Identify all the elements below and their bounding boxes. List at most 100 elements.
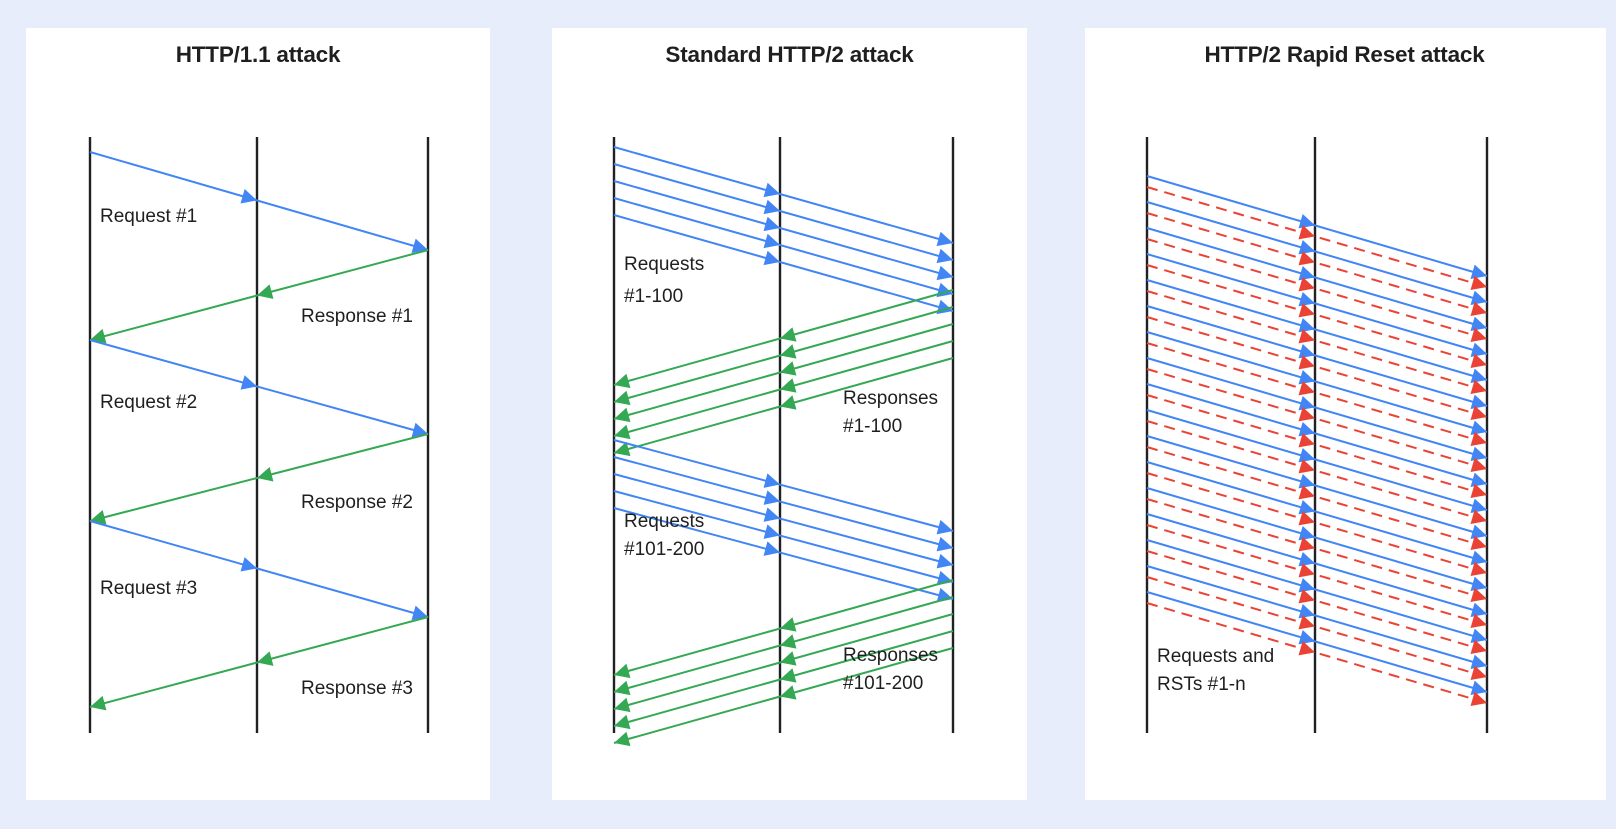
http2-rapid-reset-attack-request-12-arrowhead-mid (1298, 499, 1315, 515)
http2-rapid-reset-attack-reset-16-arrowhead-end (1470, 665, 1487, 680)
standard-http2-attack-batch-3-msg-3-line (613, 473, 954, 566)
standard-http2-attack-batch-1-msg-1-arrowhead-end (936, 231, 953, 247)
http2-rapid-reset-attack-reset-10-line (1146, 420, 1488, 522)
http2-rapid-reset-attack-request-7-arrowhead-mid (1298, 369, 1315, 385)
http2-rapid-reset-attack-request-3-arrowhead-end (1470, 316, 1487, 331)
http2-rapid-reset-attack-reset-7-line (1146, 342, 1488, 444)
standard-http2-attack-batch-1-msg-4-line (613, 197, 954, 295)
standard-http2-attack-batch-1-msg-3-arrowhead-mid (763, 216, 780, 232)
http2-rapid-reset-attack-reset-1-arrowhead-end (1470, 275, 1487, 290)
responses-101-200-label-line1: Responses (843, 645, 938, 666)
http11-attack-msg-5-arrowhead-end (411, 605, 428, 621)
http2-rapid-reset-attack-reset-4-arrowhead-end (1470, 353, 1487, 368)
standard-http2-attack-batch-3-msg-5-arrowhead-mid (763, 541, 780, 556)
panel-title-rapid-reset: HTTP/2 Rapid Reset attack (1204, 42, 1485, 67)
http11-attack-msg-4-arrowhead-mid (257, 467, 274, 482)
http2-rapid-reset-attack-reset-17-line (1146, 602, 1488, 704)
http2-rapid-reset-attack-request-11-line (1146, 435, 1488, 537)
http2-rapid-reset-attack-request-9-arrowhead-end (1470, 472, 1487, 487)
http11-attack-msg-3-arrowhead-end (411, 422, 428, 438)
standard-http2-attack-batch-3-msg-4-arrowhead-mid (763, 524, 780, 539)
http2-rapid-reset-attack-reset-6-arrowhead-mid (1298, 354, 1315, 370)
http2-rapid-reset-attack-request-15-line (1146, 539, 1488, 641)
standard-http2-attack-batch-4-msg-1-arrowhead-mid (780, 617, 797, 632)
http2-rapid-reset-attack-request-12-arrowhead-end (1470, 550, 1487, 565)
standard-http2-attack-batch-3-msg-1-arrowhead-end (936, 519, 953, 535)
http11-attack-msg-5-line (89, 520, 429, 618)
standard-http2-attack-batch-3-msg-4-line (613, 490, 954, 583)
http11-attack-msg-2-arrowhead-mid (257, 284, 274, 299)
standard-http2-attack-batch-2-msg-1-arrowhead-mid (780, 327, 797, 342)
responses-1-100-label-line1: Responses (843, 388, 938, 409)
http2-rapid-reset-attack-reset-10-arrowhead-end (1470, 509, 1487, 524)
http2-rapid-reset-attack-reset-3-line (1146, 238, 1488, 340)
http2-rapid-reset-attack-reset-10-arrowhead-mid (1298, 458, 1315, 474)
panel-card (1085, 28, 1606, 800)
http2-rapid-reset-attack-reset-6-arrowhead-end (1470, 405, 1487, 420)
standard-http2-attack-batch-1-msg-2-arrowhead-mid (763, 199, 780, 215)
http2-rapid-reset-attack-request-7-line (1146, 331, 1488, 433)
http2-rapid-reset-attack-reset-14-arrowhead-end (1470, 613, 1487, 628)
http2-rapid-reset-attack-request-13-line (1146, 487, 1488, 589)
http11-attack-msg-6-arrowhead-end (90, 695, 107, 711)
http2-rapid-reset-attack-request-14-arrowhead-mid (1298, 551, 1315, 567)
standard-http2-attack-batch-4-msg-5-arrowhead-mid (780, 685, 797, 700)
standard-http2-attack-batch-4-msg-4-arrowhead-end (614, 714, 631, 730)
response-1-label: Response #1 (301, 306, 413, 327)
http2-rapid-reset-attack-request-9-arrowhead-mid (1298, 421, 1315, 437)
requests-1-100-label-line2: #1-100 (624, 286, 683, 307)
http11-attack-msg-1-line (89, 151, 429, 251)
http2-rapid-reset-attack-reset-5-arrowhead-mid (1298, 328, 1315, 344)
requests-101-200-label-line2: #101-200 (624, 539, 704, 560)
http2-rapid-reset-attack-request-10-arrowhead-end (1470, 498, 1487, 513)
http2-rapid-reset-attack-reset-7-arrowhead-end (1470, 431, 1487, 446)
http2-rapid-reset-attack-request-16-arrowhead-mid (1298, 603, 1315, 619)
http11-attack-msg-4-arrowhead-end (90, 509, 107, 525)
http11-attack-msg-6-arrowhead-mid (257, 651, 274, 666)
http2-rapid-reset-attack-request-4-arrowhead-end (1470, 342, 1487, 357)
http2-rapid-reset-attack-reset-16-line (1146, 576, 1488, 678)
standard-http2-attack-batch-3-msg-2-arrowhead-end (936, 536, 953, 552)
requests-and-rsts-label-line1: Requests and (1157, 646, 1274, 667)
standard-http2-attack-batch-3-msg-3-arrowhead-mid (763, 507, 780, 522)
panel-title-http11: HTTP/1.1 attack (175, 42, 341, 67)
http2-rapid-reset-attack-reset-13-line (1146, 498, 1488, 600)
http2-rapid-reset-attack-request-10-arrowhead-mid (1298, 447, 1315, 463)
requests-1-100-label-line1: Requests (624, 254, 704, 275)
http2-rapid-reset-attack-reset-9-arrowhead-end (1470, 483, 1487, 498)
http2-rapid-reset-attack-reset-3-arrowhead-end (1470, 327, 1487, 342)
requests-and-rsts-label-line2: RSTs #1-n (1157, 674, 1246, 695)
http2-rapid-reset-attack-reset-2-line (1146, 212, 1488, 314)
http2-rapid-reset-attack-reset-12-arrowhead-end (1470, 561, 1487, 576)
standard-http2-attack-batch-4-msg-4-arrowhead-mid (780, 668, 797, 683)
requests-101-200-label-line1: Requests (624, 511, 704, 532)
http2-rapid-reset-attack-request-17-arrowhead-end (1470, 680, 1487, 695)
standard-http2-attack-batch-4-msg-5-arrowhead-end (614, 731, 631, 747)
http11-attack-msg-5-arrowhead-mid (240, 557, 257, 572)
http2-rapid-reset-attack-reset-8-arrowhead-end (1470, 457, 1487, 472)
standard-http2-attack-batch-4-msg-3-arrowhead-end (614, 697, 631, 713)
http2-rapid-reset-attack-request-1-line (1146, 175, 1488, 277)
http2-rapid-reset-attack-request-6-arrowhead-end (1470, 394, 1487, 409)
response-2-label: Response #2 (301, 492, 413, 513)
http2-rapid-reset-attack-request-14-line (1146, 513, 1488, 615)
http2-rapid-reset-attack-request-11-arrowhead-end (1470, 524, 1487, 539)
http2-rapid-reset-attack-reset-6-line (1146, 316, 1488, 418)
standard-http2-attack-batch-2-msg-2-arrowhead-end (614, 390, 631, 406)
http2-rapid-reset-attack-request-15-arrowhead-end (1470, 628, 1487, 643)
http2-rapid-reset-attack-reset-8-line (1146, 368, 1488, 470)
http2-rapid-reset-attack-request-14-arrowhead-end (1470, 602, 1487, 617)
standard-http2-attack-batch-3-msg-5-line (613, 507, 954, 600)
standard-http2-attack-batch-3-msg-2-arrowhead-mid (763, 490, 780, 505)
http2-rapid-reset-attack-reset-1-arrowhead-mid (1298, 224, 1315, 240)
http2-rapid-reset-attack-reset-13-arrowhead-mid (1298, 536, 1315, 552)
http2-rapid-reset-attack-reset-11-arrowhead-end (1470, 535, 1487, 550)
http2-rapid-reset-attack-reset-15-arrowhead-end (1470, 639, 1487, 654)
standard-http2-attack-batch-1-msg-4-arrowhead-mid (763, 233, 780, 249)
standard-http2-attack-batch-4-msg-1-arrowhead-end (614, 663, 631, 679)
request-1-label: Request #1 (100, 206, 197, 227)
